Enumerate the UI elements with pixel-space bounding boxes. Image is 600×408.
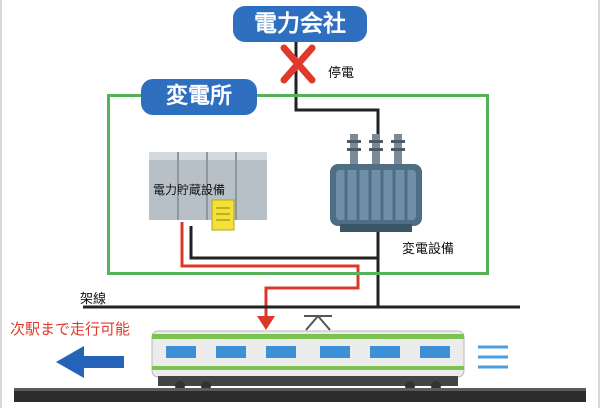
transformer-icon (330, 134, 422, 232)
cross-icon (280, 44, 316, 84)
arrow-left-icon (56, 346, 124, 378)
power-company-label: 電力会社 (233, 6, 367, 42)
pantograph-icon (304, 314, 332, 331)
track (14, 388, 586, 402)
storage-cabinet-icon (149, 152, 267, 231)
substation-frame (107, 94, 489, 275)
substation-label: 変電所 (141, 79, 257, 115)
train-icon (151, 330, 465, 391)
storage-equipment-label: 電力貯蔵設備 (153, 183, 226, 197)
next-station-label: 次駅まで走行可能 (10, 320, 131, 338)
outage-label: 停電 (328, 66, 355, 81)
overhead-line-label: 架線 (80, 292, 107, 307)
motion-lines-icon (478, 345, 508, 369)
feeder-line (189, 226, 380, 307)
supply-line (294, 42, 380, 136)
transformer-equipment-label: 変電設備 (402, 242, 455, 257)
arrow-down-icon (257, 316, 275, 330)
discharge-path (180, 222, 360, 318)
